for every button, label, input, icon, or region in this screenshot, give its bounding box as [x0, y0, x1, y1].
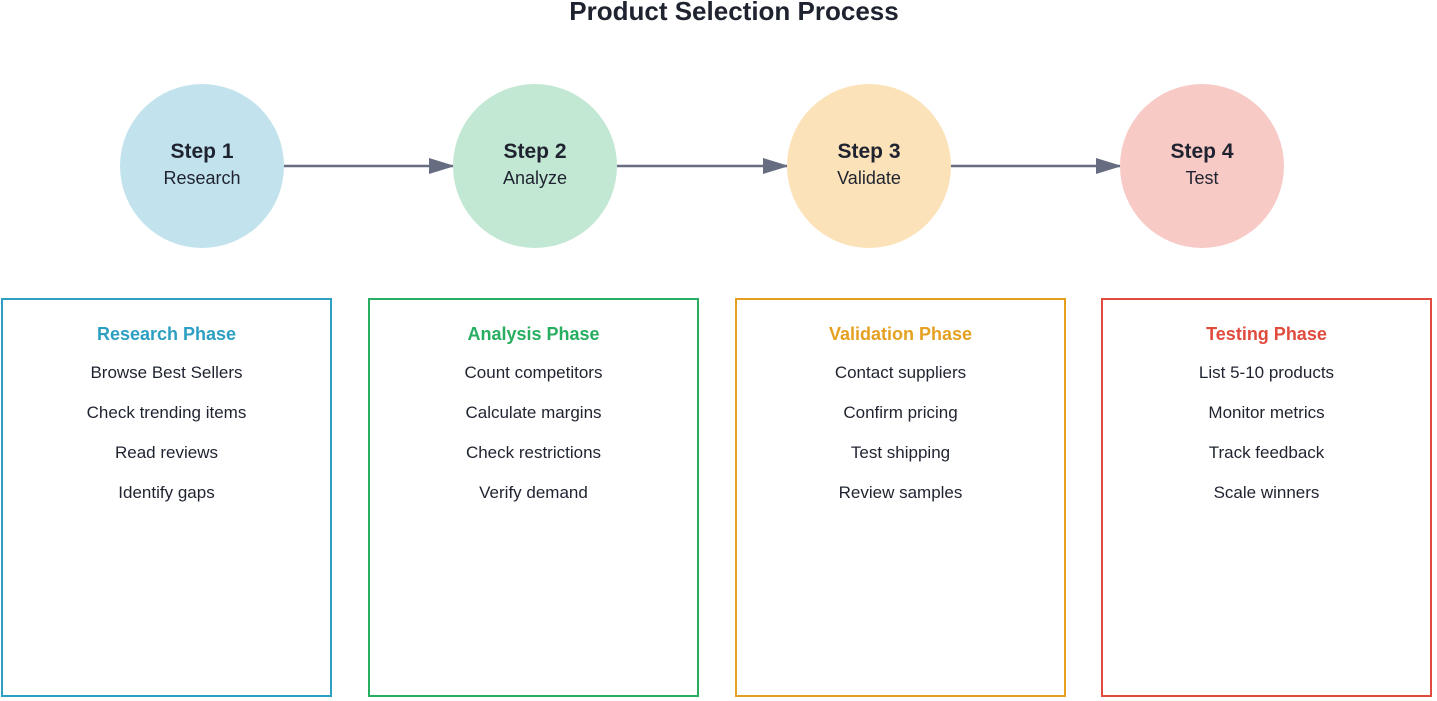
step-2-name: Analyze [502, 168, 568, 188]
list-item: Count competitors [464, 363, 603, 382]
validation-phase-box: Validation Phase Contact suppliers Confi… [735, 298, 1066, 697]
diagram-title: Product Selection Process [569, 0, 899, 26]
list-item: Verify demand [479, 483, 588, 502]
validation-phase-list: Contact suppliers Confirm pricing Test s… [737, 362, 1064, 504]
step-1-number: Step 1 [170, 140, 234, 163]
list-item: Calculate margins [465, 403, 602, 422]
list-item: Check restrictions [465, 443, 602, 462]
list-item: Contact suppliers [834, 363, 967, 382]
step-4-name: Test [1185, 168, 1219, 188]
step-1-name: Research [163, 168, 241, 188]
step-3-circle: Step 3 Validate [787, 84, 951, 248]
testing-phase-list: List 5-10 products Monitor metrics Track… [1103, 362, 1430, 504]
research-phase-list: Browse Best Sellers Check trending items… [3, 362, 330, 504]
step-3-number: Step 3 [837, 140, 901, 163]
research-phase-title: Research Phase [96, 324, 237, 344]
step-2-number: Step 2 [503, 140, 567, 163]
step-1-circle: Step 1 Research [120, 84, 284, 248]
analysis-phase-list: Count competitors Calculate margins Chec… [370, 362, 697, 504]
step-2-circle: Step 2 Analyze [453, 84, 617, 248]
analysis-phase-box: Analysis Phase Count competitors Calcula… [368, 298, 699, 697]
list-item: Test shipping [850, 443, 951, 462]
list-item: Identify gaps [118, 483, 215, 502]
validation-phase-title: Validation Phase [828, 324, 973, 344]
list-item: Scale winners [1213, 483, 1320, 502]
research-phase-box: Research Phase Browse Best Sellers Check… [1, 298, 332, 697]
list-item: List 5-10 products [1198, 363, 1335, 382]
list-item: Read reviews [115, 443, 218, 462]
testing-phase-title: Testing Phase [1206, 324, 1327, 344]
step-3-name: Validate [837, 168, 901, 188]
testing-phase-box: Testing Phase List 5-10 products Monitor… [1101, 298, 1432, 697]
list-item: Review samples [838, 483, 963, 502]
list-item: Monitor metrics [1208, 403, 1325, 422]
step-4-circle: Step 4 Test [1120, 84, 1284, 248]
analysis-phase-title: Analysis Phase [467, 324, 600, 344]
step-4-number: Step 4 [1170, 140, 1234, 163]
list-item: Confirm pricing [843, 403, 958, 422]
list-item: Check trending items [86, 403, 247, 422]
list-item: Browse Best Sellers [90, 363, 243, 382]
list-item: Track feedback [1208, 443, 1325, 462]
